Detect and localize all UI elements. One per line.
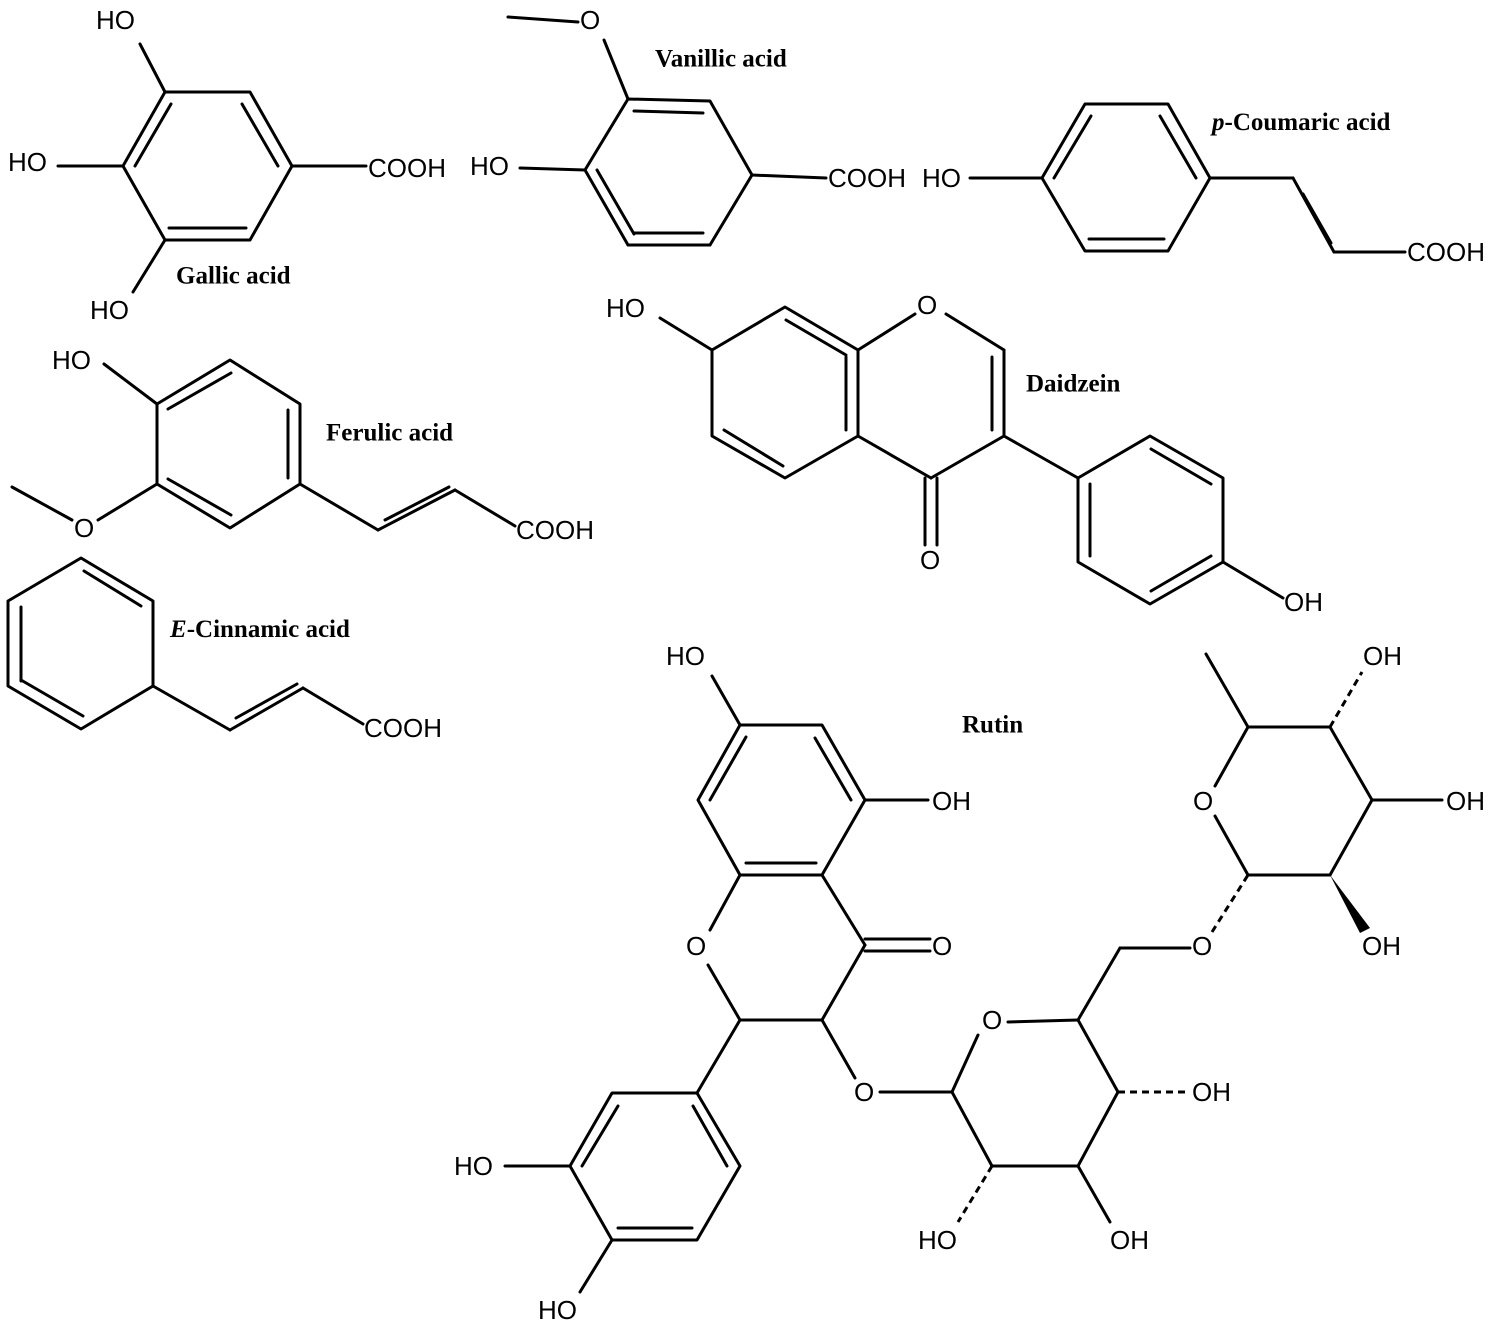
ferulic-methoxy-o: O <box>74 513 94 543</box>
rutin-ring-o: O <box>686 931 706 961</box>
rutin-ho-a-ring-top: HO <box>666 641 705 671</box>
rutin-glucose-ho-bottom: HO <box>918 1225 957 1255</box>
ferulic-acid-label: Ferulic acid <box>326 420 453 447</box>
p-coumaric-ho: HO <box>922 163 961 193</box>
rutin-structure: HO OH O O O O OH HO OH O O OH OH OH HO H… <box>454 641 1485 1325</box>
gallic-acid-structure: HO HO HO COOH Gallic acid <box>8 5 446 325</box>
ferulic-cooh: COOH <box>516 515 594 545</box>
p-coumaric-acid-structure: HO COOH p-Coumaric acid <box>922 102 1485 267</box>
rutin-ho-b-ring-left: HO <box>454 1151 493 1181</box>
e-cinnamic-acid-label: E-Cinnamic acid <box>169 616 350 643</box>
p-coumaric-acid-label: p-Coumaric acid <box>1210 109 1391 136</box>
p-coumaric-cooh: COOH <box>1407 237 1485 267</box>
ferulic-acid-bonds <box>10 358 517 532</box>
rutin-label: Rutin <box>962 712 1023 739</box>
rutin-carbonyl-o: O <box>932 931 952 961</box>
daidzein-bonds <box>658 305 1285 606</box>
daidzein-ho: HO <box>606 293 645 323</box>
daidzein-oh: OH <box>1284 587 1323 617</box>
ferulic-ho: HO <box>52 345 91 375</box>
gallic-ho-left: HO <box>8 147 47 177</box>
gallic-cooh: COOH <box>368 153 446 183</box>
rutin-rhamnose-oh-right: OH <box>1446 786 1485 816</box>
rutin-rhamnose-oh-bottom: OH <box>1362 931 1401 961</box>
vanillic-ho: HO <box>470 151 509 181</box>
ferulic-acid-structure: HO O COOH Ferulic acid <box>10 345 594 545</box>
vanillic-acid-structure: O HO COOH Vanillic acid <box>470 5 906 247</box>
rutin-rhamnose-ring-o: O <box>1193 786 1213 816</box>
rutin-glucose-oh-right: OH <box>1192 1077 1231 1107</box>
p-coumaric-acid-bonds <box>968 102 1407 254</box>
rutin-oh-a-ring: OH <box>932 786 971 816</box>
daidzein-label: Daidzein <box>1026 371 1121 398</box>
p-coumaric-prefix: p <box>1210 109 1225 136</box>
gallic-acid-label: Gallic acid <box>176 263 291 290</box>
rutin-bonds <box>503 652 1444 1294</box>
rutin-ho-b-ring-bottom: HO <box>538 1295 577 1325</box>
e-cinnamic-acid-bonds <box>6 556 365 732</box>
p-coumaric-name: -Coumaric acid <box>1225 109 1391 136</box>
e-cinnamic-acid-structure: COOH E-Cinnamic acid <box>6 556 442 743</box>
rutin-glucose-ring-o: O <box>982 1005 1002 1035</box>
vanillic-cooh: COOH <box>828 163 906 193</box>
e-cinnamic-prefix: E <box>169 616 187 643</box>
rutin-glucose-oh-bottom: OH <box>1110 1225 1149 1255</box>
rutin-glycosidic-o: O <box>854 1077 874 1107</box>
e-cinnamic-cooh: COOH <box>364 713 442 743</box>
vanillic-acid-bonds <box>506 15 828 247</box>
gallic-ho-bottom: HO <box>90 295 129 325</box>
daidzein-structure: HO O O OH Daidzein <box>606 290 1323 617</box>
gallic-ho-top: HO <box>96 5 135 35</box>
daidzein-ring-o: O <box>917 290 937 320</box>
vanillic-acid-label: Vanillic acid <box>655 46 787 73</box>
gallic-acid-bonds <box>56 42 368 294</box>
vanillic-methoxy-o: O <box>580 5 600 35</box>
rutin-rhamnose-oh-top: OH <box>1363 641 1402 671</box>
daidzein-carbonyl-o: O <box>920 545 940 575</box>
rutin-bridge-o: O <box>1192 931 1212 961</box>
e-cinnamic-name: -Cinnamic acid <box>187 616 350 643</box>
